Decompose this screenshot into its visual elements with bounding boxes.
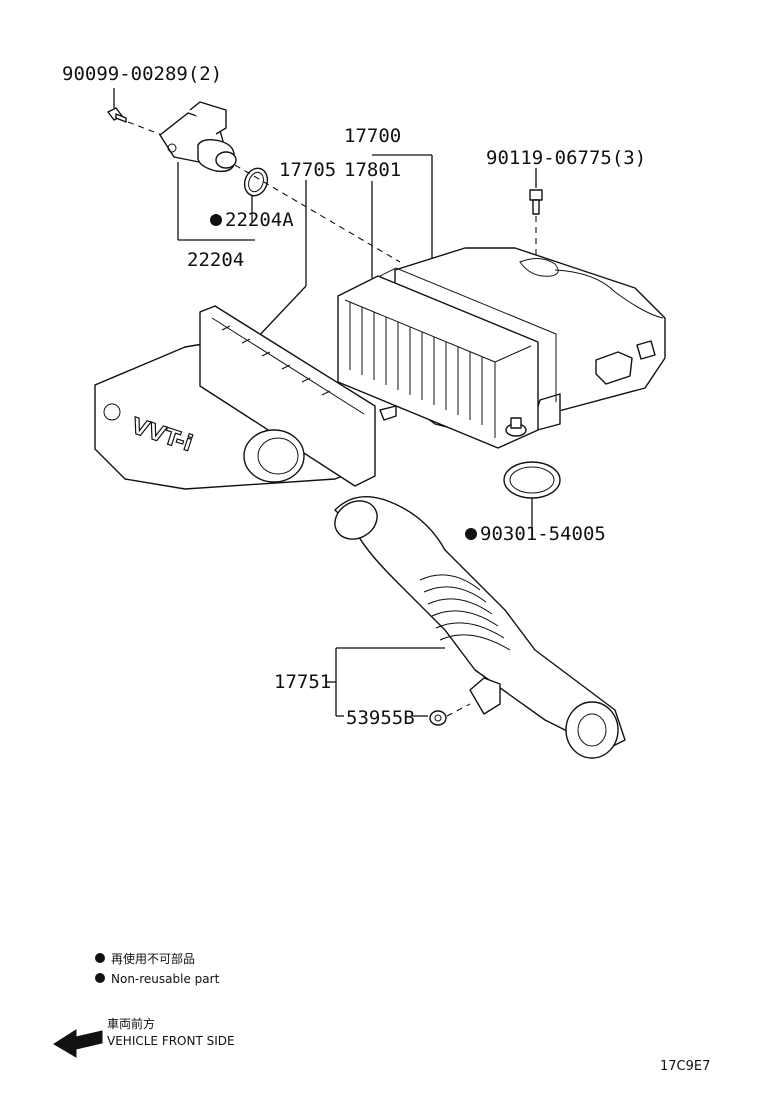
callout-17705: 17705 bbox=[279, 159, 336, 181]
case-mount-bolt[interactable] bbox=[505, 417, 527, 437]
legend-nonreusable-en: Non-reusable part bbox=[111, 972, 220, 986]
air-cleaner-cap[interactable] bbox=[94, 305, 397, 490]
legend-dot-jp bbox=[95, 953, 105, 963]
callout-22204: 22204 bbox=[187, 249, 244, 271]
callout-17751: 17751 bbox=[274, 671, 331, 693]
nonreusable-dot-22204A bbox=[210, 214, 222, 226]
air-filter-element[interactable] bbox=[337, 267, 557, 449]
case-bolt[interactable] bbox=[529, 189, 543, 215]
callout-53955B: 53955B bbox=[346, 707, 415, 729]
direction-jp: 車両前方 bbox=[107, 1016, 155, 1031]
legend-dot-en bbox=[95, 973, 105, 983]
direction-en: VEHICLE FRONT SIDE bbox=[107, 1034, 235, 1048]
sensor-gasket[interactable] bbox=[241, 165, 271, 199]
intake-hose[interactable] bbox=[328, 493, 626, 759]
legend-nonreusable-jp: 再使用不可部品 bbox=[111, 951, 195, 966]
front-arrow-icon bbox=[53, 1029, 103, 1058]
grommet[interactable] bbox=[429, 710, 447, 726]
diagram-code: 17C9E7 bbox=[660, 1059, 710, 1074]
callout-90119-06775: 90119-06775(3) bbox=[486, 147, 646, 169]
sensor-bolt[interactable] bbox=[107, 107, 127, 123]
callout-17801: 17801 bbox=[344, 159, 401, 181]
callout-17700: 17700 bbox=[344, 125, 401, 147]
o-ring[interactable] bbox=[503, 461, 561, 499]
callout-22204A: 22204A bbox=[225, 209, 294, 231]
nonreusable-dot-90301 bbox=[465, 528, 477, 540]
vehicle-front-direction: 車両前方 VEHICLE FRONT SIDE bbox=[53, 1016, 235, 1058]
air-flow-sensor[interactable] bbox=[159, 101, 237, 173]
callout-90301-54005: 90301-54005 bbox=[480, 523, 606, 545]
callout-90099-00289: 90099-00289(2) bbox=[62, 63, 222, 85]
legend: 再使用不可部品 Non-reusable part bbox=[95, 951, 220, 986]
